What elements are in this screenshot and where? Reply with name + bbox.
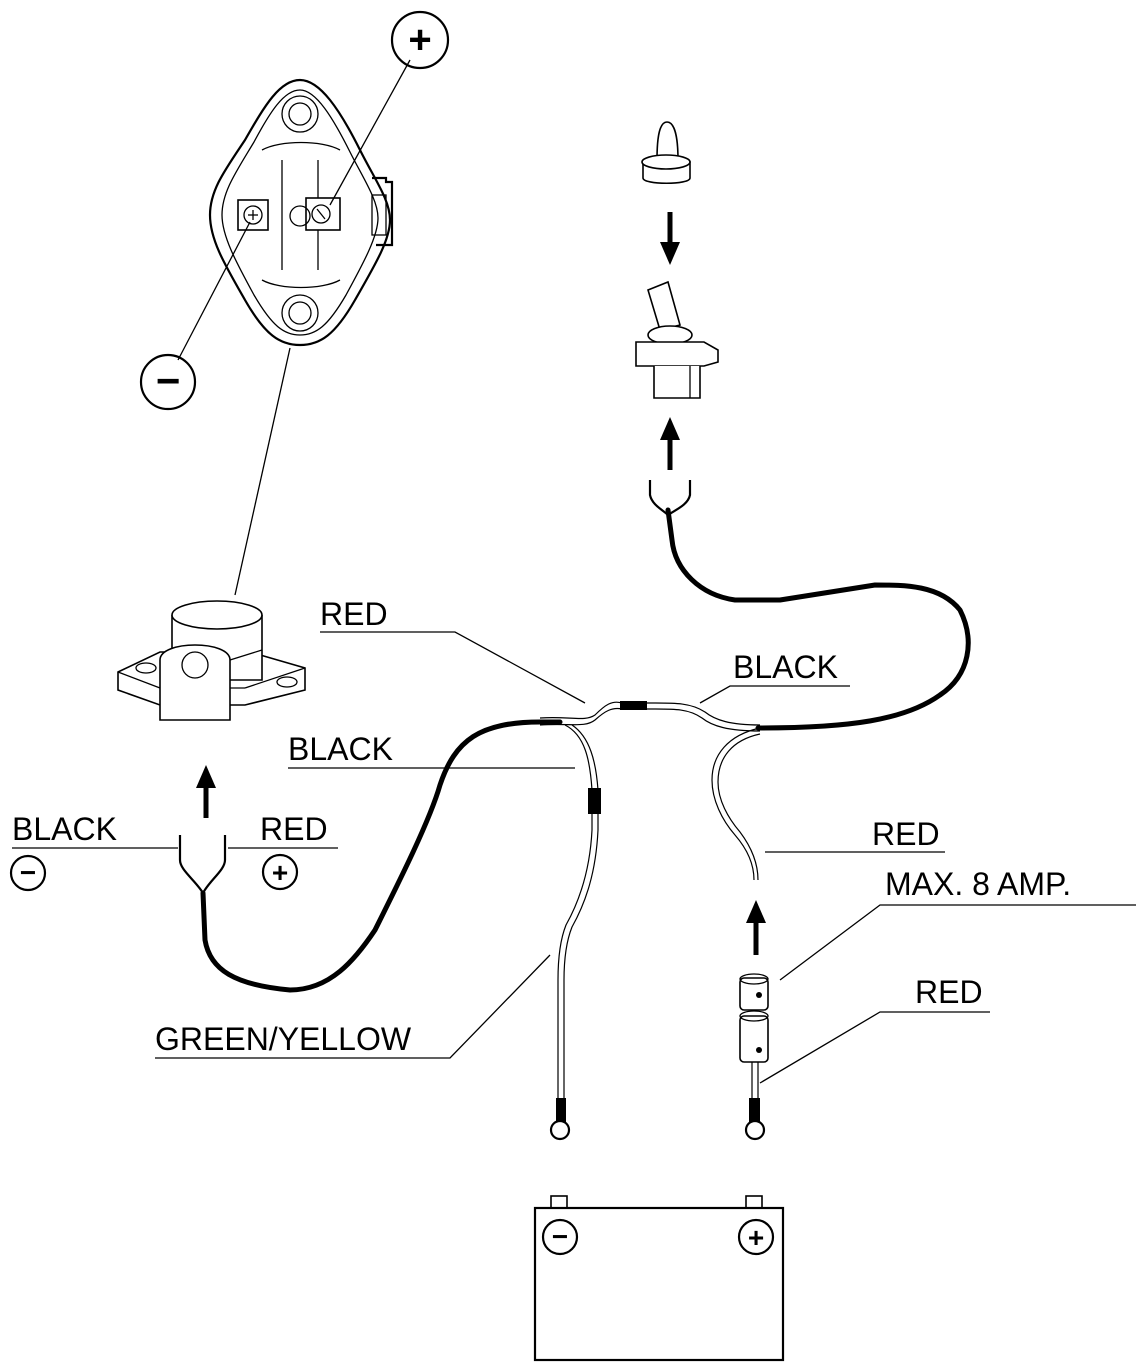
motor-arrow-icon [196,765,216,818]
splice-sleeve-icon [620,701,647,710]
black-mid-label: BLACK [733,649,838,685]
switch-connector-icon [648,480,692,516]
ground-wire-label: GREEN/YELLOW [155,1021,412,1057]
red-top-label: RED [320,596,388,632]
battery-minus-symbol: − [541,1218,579,1256]
plus-symbol-motor: + [390,10,450,70]
ground-crimp-icon [556,1098,566,1122]
ground-splice-icon [588,788,601,814]
battery-plus-symbol: + [737,1218,775,1256]
motor-icon [117,600,306,721]
main-power-wire [200,719,563,993]
svg-text:+: + [408,18,431,62]
plus-leader-line [329,59,411,206]
up-arrow-switch-icon [660,417,680,470]
red-fuse-wire [711,727,761,881]
red-connector-label: RED [260,811,328,847]
black-connector-label: BLACK [12,811,117,847]
minus-leader-line [177,221,251,361]
plus-symbol-connector: + [261,853,299,891]
red-fuse-leader [759,1011,990,1084]
black-left-label: BLACK [288,731,393,767]
minus-symbol-motor: − [139,353,197,411]
minus-symbol-connector: − [9,854,47,892]
svg-text:−: − [552,1221,568,1252]
down-arrow-icon [660,212,680,265]
svg-text:+: + [272,857,288,888]
svg-text:+: + [748,1222,764,1253]
red-top-leader [320,631,586,704]
red-fuse-label: RED [915,974,983,1010]
ground-wire-leader [155,954,551,1059]
toggle-boot-icon [641,121,691,185]
motor-leader-line [234,347,291,596]
red-right-label: RED [872,816,940,852]
fuse-holder-icon [739,973,769,1141]
fuse-arrow-icon [746,900,766,955]
black-thin-wire [646,702,761,726]
red-thin-wire [539,701,623,720]
svg-text:−: − [156,357,181,404]
motor-terminal-icon [208,78,394,347]
fuse-rating-leader [779,904,1136,981]
ring-terminal-icon [549,1119,571,1141]
black-mid-leader [699,685,850,704]
toggle-switch-icon [635,280,719,399]
fuse-rating-label: MAX. 8 AMP. [885,866,1071,902]
ground-wire [557,724,593,1100]
motor-connector-icon [178,835,227,894]
switch-return-wire [665,507,971,731]
svg-text:−: − [20,857,36,888]
battery-icon [533,1195,785,1362]
